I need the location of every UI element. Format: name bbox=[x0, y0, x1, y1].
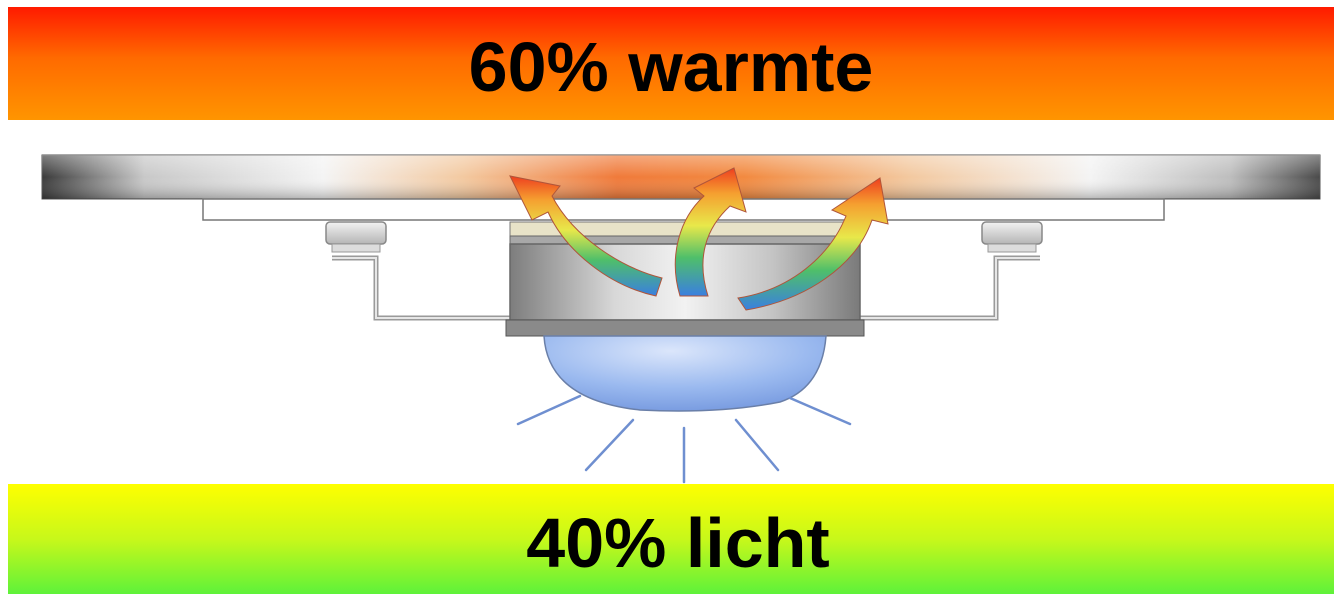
light-bulb-icon bbox=[543, 335, 827, 412]
ceiling-panel bbox=[41, 154, 1321, 200]
light-percentage-label: 40% licht bbox=[526, 504, 830, 582]
heat-banner: 60% warmte bbox=[8, 7, 1334, 120]
heat-percentage-label: 60% warmte bbox=[468, 27, 874, 106]
side-clip-right bbox=[981, 221, 1043, 253]
mounting-plate bbox=[202, 198, 1165, 221]
lamp-heat-diagram bbox=[41, 154, 1321, 484]
light-ray-icon bbox=[584, 418, 635, 472]
light-ray-icon bbox=[516, 394, 582, 426]
heat-arrow-icon bbox=[674, 167, 747, 297]
light-ray-icon bbox=[734, 418, 780, 472]
light-rays bbox=[516, 394, 852, 484]
light-banner: 40% licht bbox=[8, 484, 1334, 594]
side-clip-left bbox=[325, 221, 387, 253]
heat-arrow-icon bbox=[737, 177, 889, 311]
heat-arrows bbox=[509, 167, 889, 311]
heat-arrow-icon bbox=[509, 175, 663, 297]
light-ray-icon bbox=[788, 396, 852, 426]
